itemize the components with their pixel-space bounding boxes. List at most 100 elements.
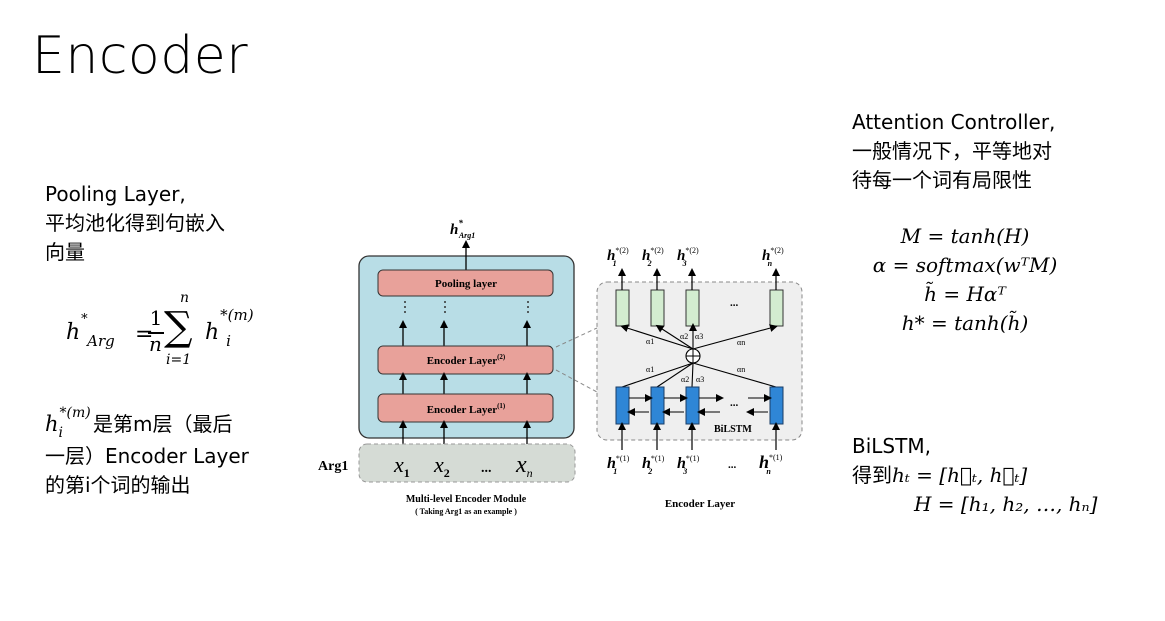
encoder-layer-1-sup: (1) — [497, 402, 506, 410]
pooling-formula: h * Arg = 1 n n ∑ i=1 h *(m) i — [60, 290, 280, 380]
encoder-layer-2-box — [377, 345, 554, 375]
encoder-layer-2-text: Encoder Layer — [427, 355, 497, 367]
output-label: h*Arg1 — [450, 218, 475, 240]
term-base: h — [205, 320, 220, 345]
module-caption-line1: Multi-level Encoder Module — [406, 494, 527, 505]
alpha-label-bottom-2: α2 — [681, 375, 689, 384]
equation-h-star: h* = tanh(h̃) — [901, 311, 1029, 335]
attention-line — [691, 362, 694, 388]
ellipsis-dot — [527, 306, 529, 308]
output-cell — [650, 289, 665, 327]
frac-bar — [148, 332, 164, 334]
encoder-layer-1-box — [377, 393, 554, 423]
ellipsis-dot — [404, 311, 406, 313]
output-cell — [685, 289, 700, 327]
input-label: Arg1 — [318, 459, 348, 474]
explain-sym-base: h — [45, 412, 59, 436]
ellipsis-dot — [527, 301, 529, 303]
alpha-label-top-3: α3 — [695, 332, 703, 341]
bilstm-line1: 得到hₜ = [h⃗ₜ, h⃖ₜ] — [852, 461, 1097, 490]
output-cells — [615, 289, 784, 327]
encoder-layer-detail: ... h*(2)1 h*(2)2 h*(2)3 h*(2)n α1 α2 α3… — [596, 246, 803, 510]
ellipsis-dot — [444, 306, 446, 308]
attention-equations: M = tanh(H) α = softmax(wᵀM) h̃ = Hαᵀ h*… — [850, 222, 1080, 338]
pooling-desc-line2: 向量 — [45, 240, 85, 264]
input-ellipsis: ... — [481, 461, 492, 476]
equation-alpha: α = softmax(wᵀM) — [872, 253, 1058, 277]
lstm-cell — [685, 386, 700, 425]
ellipsis-dot — [527, 311, 529, 313]
explain-symbol: h*(m)i — [45, 405, 91, 441]
lhs-base: h — [66, 320, 81, 345]
output-ellipsis: ... — [730, 297, 739, 309]
ellipsis-dot — [404, 306, 406, 308]
attention-section: Attention Controller, 一般情况下，平等地对 待每一个词有局… — [852, 108, 1055, 195]
encoder-layer-2-label: Encoder Layer(2) — [427, 353, 506, 367]
alpha-label-top-2: α2 — [680, 332, 688, 341]
vertical-ellipsis-group — [404, 301, 529, 313]
attention-line — [692, 324, 778, 350]
alpha-label-bottom-n: αn — [737, 365, 745, 374]
attention-line — [620, 324, 694, 350]
attention-line — [655, 324, 694, 350]
lstm-cell — [650, 386, 665, 425]
attention-line — [621, 362, 694, 388]
attention-heading: Attention Controller, — [852, 110, 1056, 134]
bilstm-cells — [615, 386, 784, 425]
bilstm-line1-eq: hₜ = [h⃗ₜ, h⃖ₜ] — [892, 463, 1028, 487]
output-label-n: h*(2)n — [762, 246, 784, 268]
attention-line — [692, 362, 777, 388]
input-label-1: h*(1)1 — [607, 454, 630, 476]
term-sup: *(m) — [220, 306, 254, 324]
alpha-label-top-n: αn — [737, 338, 745, 347]
alpha-label-top-1: α1 — [646, 337, 654, 346]
output-label-1: h*(2)1 — [607, 246, 629, 268]
input-label-n: h*(1)n — [759, 452, 783, 476]
formula-term: h *(m) i — [205, 306, 254, 350]
lhs-sub: Arg — [87, 332, 115, 350]
ellipsis-dot — [444, 301, 446, 303]
attention-line — [656, 362, 694, 388]
zoom-connector-top — [555, 327, 598, 348]
equation-h-tilde: h̃ = Hαᵀ — [924, 282, 1006, 306]
formula-equals: = — [135, 322, 154, 347]
multi-level-encoder-module: h*Arg1 Pooling layer Encoder Layer(2) En… — [318, 218, 576, 516]
lstm-ellipsis: ... — [730, 397, 739, 409]
ellipsis-dot — [404, 301, 406, 303]
encoder-layer-1-label: Encoder Layer(1) — [427, 402, 506, 416]
explain-line1: 是第m层（最后 — [93, 412, 233, 436]
module-caption-line2: ( Taking Arg1 as an example ) — [415, 507, 517, 516]
lstm-cell — [615, 386, 630, 425]
explain-line3: 的第i个词的输出 — [45, 473, 191, 497]
frac-den: n — [149, 332, 162, 356]
encoder-layer-2-sup: (2) — [497, 353, 506, 361]
pooling-layer-label: Pooling layer — [435, 278, 497, 290]
explain-line2: 一层）Encoder Layer — [45, 444, 249, 468]
encoder-layer-1-text: Encoder Layer — [427, 404, 497, 416]
attention-desc-line1: 一般情况下，平等地对 — [852, 139, 1052, 163]
ellipsis-dot — [444, 311, 446, 313]
explain-sym-sub: i — [58, 425, 64, 441]
output-label-3: h*(2)3 — [677, 246, 699, 268]
alpha-label-bottom-1: α1 — [646, 365, 654, 374]
pooling-heading: Pooling Layer, — [45, 182, 186, 206]
pooling-section: Pooling Layer, 平均池化得到句嵌入 向量 — [45, 180, 225, 267]
frac-num: 1 — [149, 306, 163, 330]
equation-m: M = tanh(H) — [900, 224, 1030, 248]
bilstm-line2-eq: H = [h₁, h₂, …, hₙ] — [914, 492, 1098, 516]
encoder-layer-caption: Encoder Layer — [665, 498, 735, 510]
input-label-3: h*(1)3 — [677, 454, 700, 476]
sum-upper: n — [180, 290, 190, 306]
sum-lower: i=1 — [166, 352, 192, 368]
pooling-desc-line1: 平均池化得到句嵌入 — [45, 211, 225, 235]
bilstm-section: BiLSTM, 得到hₜ = [h⃗ₜ, h⃖ₜ] H = [h₁, h₂, …… — [852, 432, 1097, 519]
input-label-ellipsis: ... — [728, 459, 737, 471]
bilstm-line1-prefix: 得到 — [852, 463, 892, 487]
zoom-connector-bottom — [555, 369, 598, 393]
output-cell — [769, 289, 784, 327]
term-sub: i — [226, 332, 231, 350]
output-cell — [615, 289, 630, 327]
sum-symbol: ∑ — [164, 304, 193, 350]
